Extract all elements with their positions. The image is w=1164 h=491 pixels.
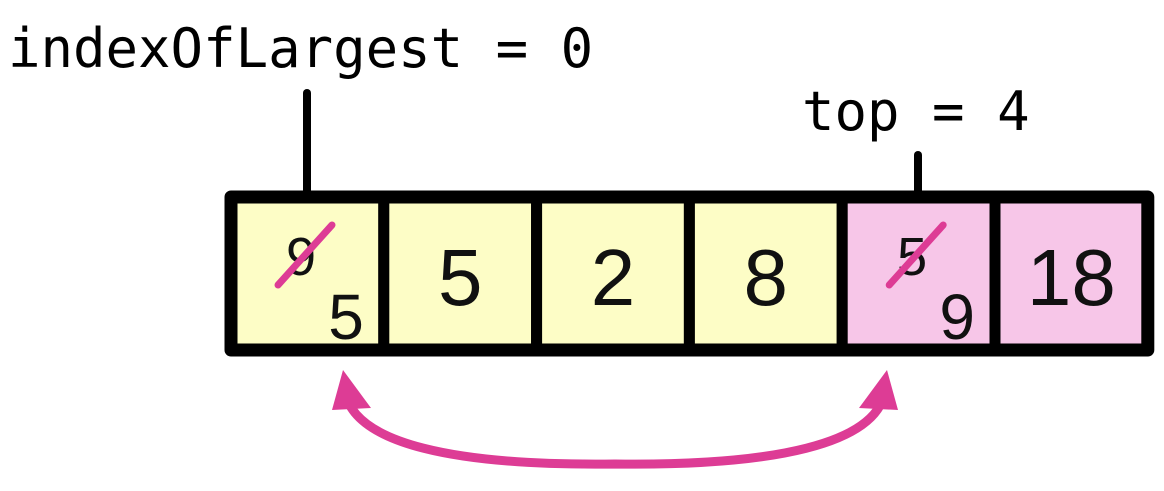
cell-value-3: 8 <box>744 233 789 322</box>
cell-value-2: 2 <box>591 233 636 322</box>
cell-value-1: 5 <box>438 233 483 322</box>
strike-line-0 <box>274 221 336 289</box>
swap-arrow <box>340 387 890 469</box>
new-value-4: 9 <box>939 281 975 353</box>
array-border <box>224 190 1155 357</box>
cell-value-5: 18 <box>1027 233 1116 322</box>
strike-line-4 <box>885 221 947 289</box>
top-label: top = 4 <box>802 80 1030 143</box>
new-value-0: 5 <box>328 281 364 353</box>
index-of-largest-label: indexOfLargest = 0 <box>8 17 594 80</box>
swap-arrowhead-left <box>332 370 371 410</box>
array-cells: 955285918 <box>224 190 1155 357</box>
swap-arrowhead-right <box>859 370 898 410</box>
